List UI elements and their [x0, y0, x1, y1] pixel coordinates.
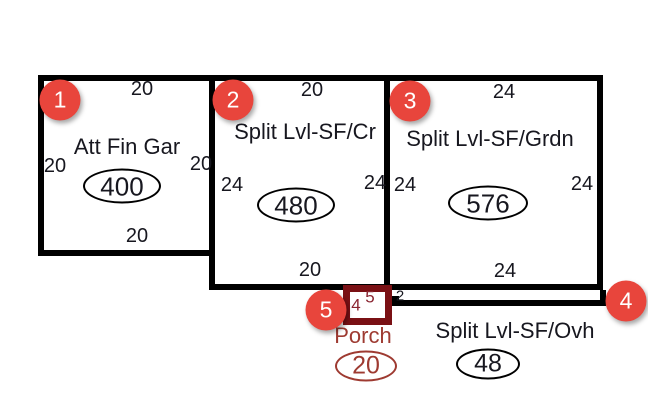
split-grdn-area-value: 576: [448, 185, 528, 221]
garage-dim-right: 20: [189, 153, 213, 175]
split-ovh-outline: [390, 290, 606, 306]
porch-label: Porch: [334, 323, 392, 348]
split-ovh-area-value: 48: [456, 348, 520, 380]
split-grdn-dim-left: 24: [393, 174, 417, 196]
split-cr-area-value: 480: [257, 187, 335, 223]
split-cr-dim-bottom: 20: [298, 259, 322, 281]
garage-area-value: 400: [83, 168, 161, 204]
marker-3-badge[interactable]: 3: [389, 80, 431, 122]
porch-dim-height: 4: [351, 295, 361, 315]
split-ovh-dim-height: 2: [395, 287, 405, 305]
marker-4-badge[interactable]: 4: [605, 280, 647, 322]
marker-2-badge[interactable]: 2: [212, 79, 254, 121]
split-grdn-outline: [384, 75, 603, 290]
marker-5-badge[interactable]: 5: [305, 289, 347, 331]
split-grdn-dim-bottom: 24: [493, 260, 517, 282]
garage-dim-left: 20: [43, 155, 67, 177]
porch-area-value: 20: [335, 350, 397, 382]
split-cr-dim-top: 20: [300, 79, 324, 101]
garage-dim-top: 20: [130, 78, 154, 100]
split-cr-dim-left: 24: [220, 174, 244, 196]
split-cr-dim-right: 24: [363, 172, 387, 194]
split-grdn-dim-right: 24: [570, 173, 594, 195]
split-grdn-label: Split Lvl-SF/Grdn: [406, 126, 574, 151]
porch-outline: [343, 285, 392, 325]
garage-label: Att Fin Gar: [73, 134, 181, 159]
split-cr-label: Split Lvl-SF/Cr: [234, 119, 376, 144]
porch-dim-width: 5: [365, 287, 375, 307]
split-ovh-label: Split Lvl-SF/Ovh: [435, 318, 595, 343]
garage-dim-bottom: 20: [125, 225, 149, 247]
split-grdn-dim-top: 24: [492, 81, 516, 103]
split-ovh-left-cap: [390, 296, 399, 306]
marker-1-badge[interactable]: 1: [39, 79, 81, 121]
